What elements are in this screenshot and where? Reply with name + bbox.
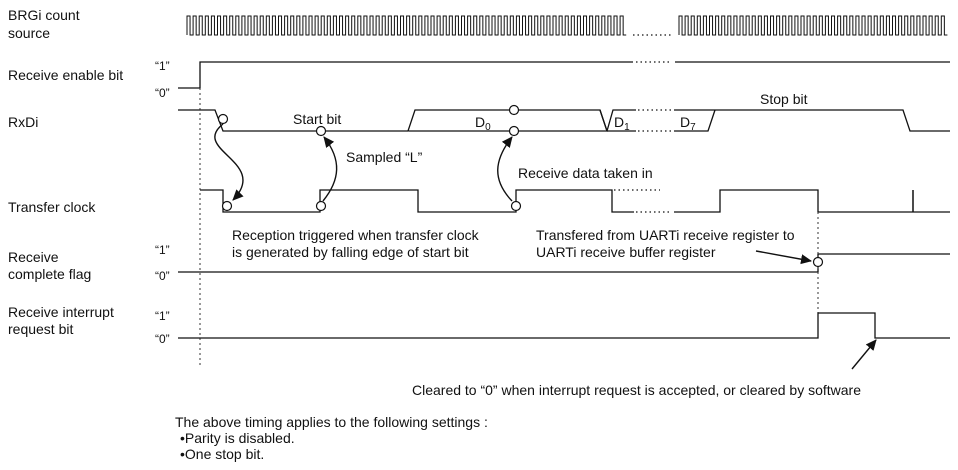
d0-sample-marker-low bbox=[508, 125, 520, 137]
signal-label-count-source-line-2: source bbox=[8, 25, 50, 41]
rxd-waveform bbox=[178, 109, 950, 132]
rxd-d1-top bbox=[606, 109, 636, 132]
d1-label-sub: 1 bbox=[624, 122, 630, 133]
d1-label-main: D bbox=[614, 114, 624, 130]
transfer-clock-line-left bbox=[200, 189, 634, 213]
level-low-receive-complete: “0” bbox=[155, 269, 170, 283]
signal-label-interrupt-request: Receive interrupt request bit bbox=[8, 304, 114, 337]
signal-label-receive-complete-line-1: Receive bbox=[8, 249, 59, 265]
rxd-d0-d1-boundary bbox=[599, 109, 608, 132]
d0-sample-marker-high bbox=[508, 104, 520, 116]
signal-label-interrupt-request-line-1: Receive interrupt bbox=[8, 304, 114, 320]
transferred-annotation: Transfered from UARTi receive register t… bbox=[536, 227, 795, 260]
notes-heading: The above timing applies to the followin… bbox=[175, 414, 488, 430]
cleared-annotation: Cleared to “0” when interrupt request is… bbox=[412, 382, 861, 398]
d7-label-main: D bbox=[680, 114, 690, 130]
stop-bit-label: Stop bit bbox=[760, 91, 808, 107]
clock-start-marker bbox=[221, 200, 233, 212]
d0-label: D0 bbox=[475, 114, 491, 133]
rxd-d7-stop-top bbox=[674, 109, 950, 132]
count-source-pulses-left bbox=[186, 15, 627, 36]
signal-label-count-source-line-1: BRGi count bbox=[8, 7, 80, 23]
interrupt-request-waveform bbox=[178, 312, 950, 339]
reception-triggered-line-1: Reception triggered when transfer clock bbox=[232, 227, 480, 243]
sample-start-arrow bbox=[322, 136, 338, 202]
d0-label-sub: 0 bbox=[485, 122, 491, 133]
trigger-arrow bbox=[214, 123, 244, 201]
transferred-line-1: Transfered from UARTi receive register t… bbox=[536, 227, 795, 243]
notes-item-parity: •Parity is disabled. bbox=[180, 430, 295, 446]
signal-label-receive-complete-line-2: complete flag bbox=[8, 266, 91, 282]
signal-label-receive-complete: Receive complete flag bbox=[8, 249, 91, 282]
signal-label-interrupt-request-line-2: request bit bbox=[8, 321, 73, 337]
rxd-falling-edge-marker bbox=[217, 113, 229, 125]
receive-data-annotation: Receive data taken in bbox=[518, 165, 653, 181]
transferred-line-2: UARTi receive buffer register bbox=[536, 244, 716, 260]
d7-label: D7 bbox=[680, 114, 696, 133]
level-high-receive-enable: “1” bbox=[155, 59, 170, 73]
sample-data-arrow bbox=[497, 136, 513, 202]
rxd-d0-frame bbox=[407, 109, 608, 132]
signal-label-count-source: BRGi count source bbox=[8, 7, 80, 41]
receive-complete-marker bbox=[812, 256, 824, 268]
signal-label-rxd: RxDi bbox=[8, 114, 38, 130]
level-high-interrupt-request: “1” bbox=[155, 309, 170, 323]
clock-sample-marker-2 bbox=[510, 200, 522, 212]
rxd-d7-bottom bbox=[674, 109, 716, 132]
reception-triggered-line-2: is generated by falling edge of start bi… bbox=[232, 244, 469, 260]
transfer-clock-line-right bbox=[674, 189, 950, 213]
settings-notes: The above timing applies to the followin… bbox=[175, 414, 488, 462]
start-bit-label: Start bit bbox=[293, 111, 341, 127]
interrupt-request-line bbox=[178, 312, 950, 339]
level-low-receive-enable: “0” bbox=[155, 86, 170, 100]
count-source-pulses-right bbox=[678, 15, 948, 36]
sampled-annotation: Sampled “L” bbox=[346, 149, 423, 165]
d7-label-sub: 7 bbox=[690, 122, 696, 133]
d0-label-main: D bbox=[475, 114, 485, 130]
start-bit-sample-marker bbox=[315, 125, 327, 137]
level-low-interrupt-request: “0” bbox=[155, 332, 170, 346]
signal-label-transfer-clock: Transfer clock bbox=[8, 199, 96, 215]
clear-arrow bbox=[851, 339, 877, 370]
level-high-receive-complete: “1” bbox=[155, 243, 170, 257]
d1-label: D1 bbox=[614, 114, 630, 133]
receive-enable-line bbox=[178, 61, 633, 89]
receive-enable-waveform bbox=[178, 61, 950, 89]
transfer-arrow bbox=[755, 250, 812, 265]
reception-triggered-annotation: Reception triggered when transfer clock … bbox=[232, 227, 480, 260]
signal-label-receive-enable: Receive enable bit bbox=[8, 67, 123, 83]
notes-item-stop-bit: •One stop bit. bbox=[180, 446, 264, 462]
clock-sample-marker-1 bbox=[315, 200, 327, 212]
count-source-waveform bbox=[186, 15, 948, 36]
transfer-clock-waveform bbox=[200, 189, 950, 213]
